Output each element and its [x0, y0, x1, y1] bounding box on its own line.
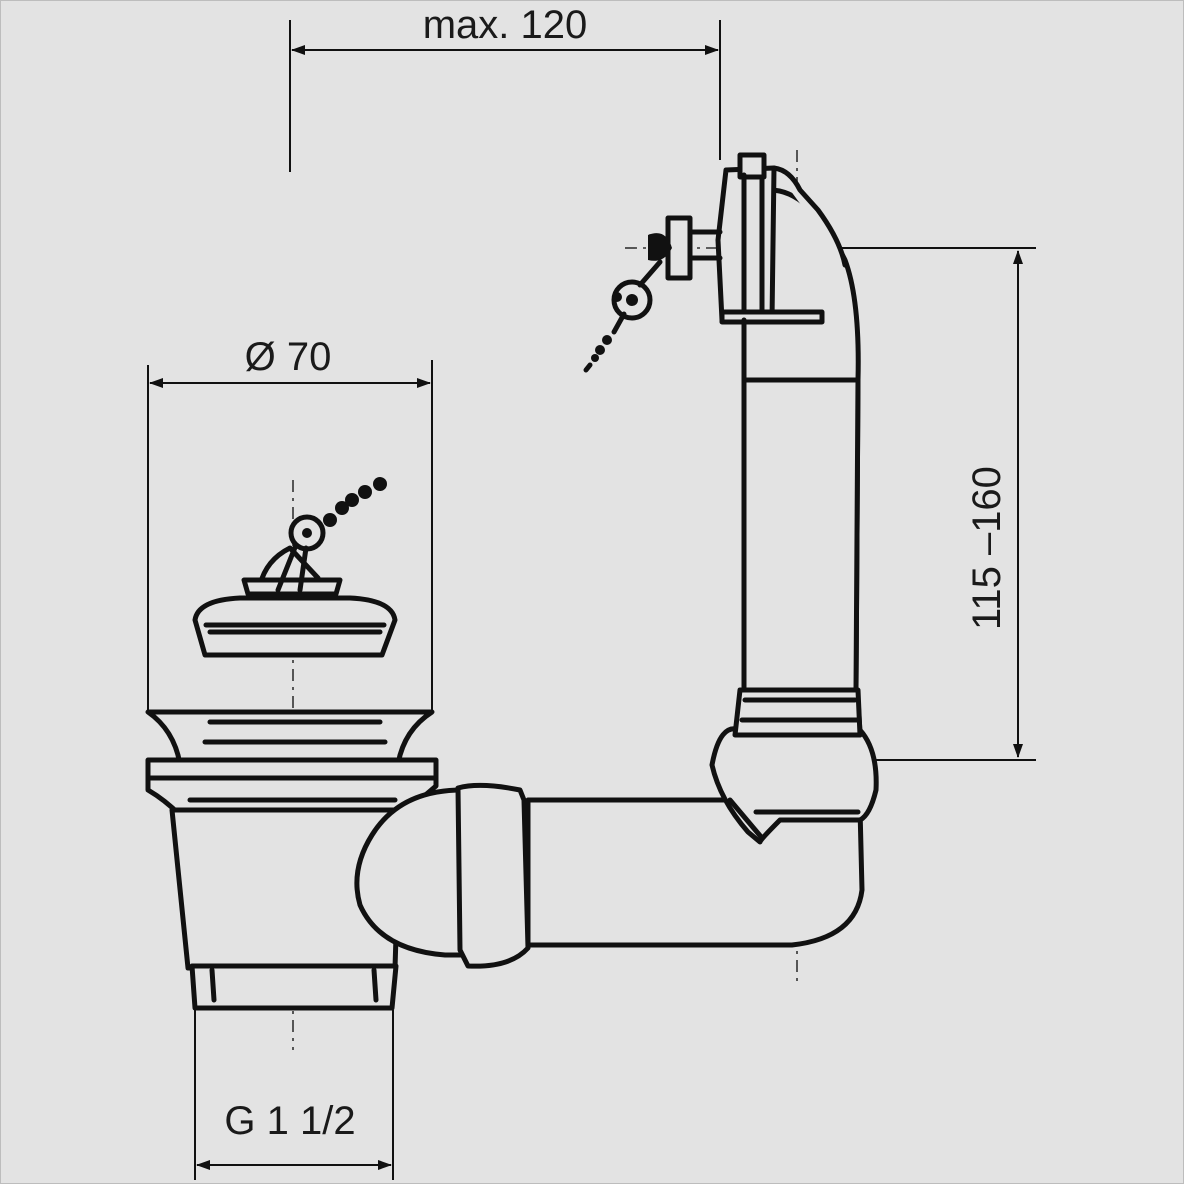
side-outlet-elbow	[354, 787, 465, 958]
dimension-max-120-label: max. 120	[423, 3, 588, 47]
dimension-height-range: 115 –160	[832, 247, 1036, 761]
dimension-thread-label: G 1 1/2	[224, 1099, 355, 1143]
dimension-diameter-70: Ø 70	[147, 335, 433, 712]
dimension-height-label: 115 –160	[965, 466, 1009, 630]
dimension-diameter-label: Ø 70	[245, 335, 332, 379]
union-nut	[455, 782, 531, 969]
dimension-max-120: max. 120	[289, 3, 721, 172]
plug-chain	[323, 477, 387, 527]
dimension-thread: G 1 1/2	[194, 1010, 394, 1180]
drain-body	[145, 709, 439, 1011]
overflow-pipe	[732, 377, 863, 738]
overflow-head	[583, 152, 861, 383]
plug	[192, 514, 398, 658]
